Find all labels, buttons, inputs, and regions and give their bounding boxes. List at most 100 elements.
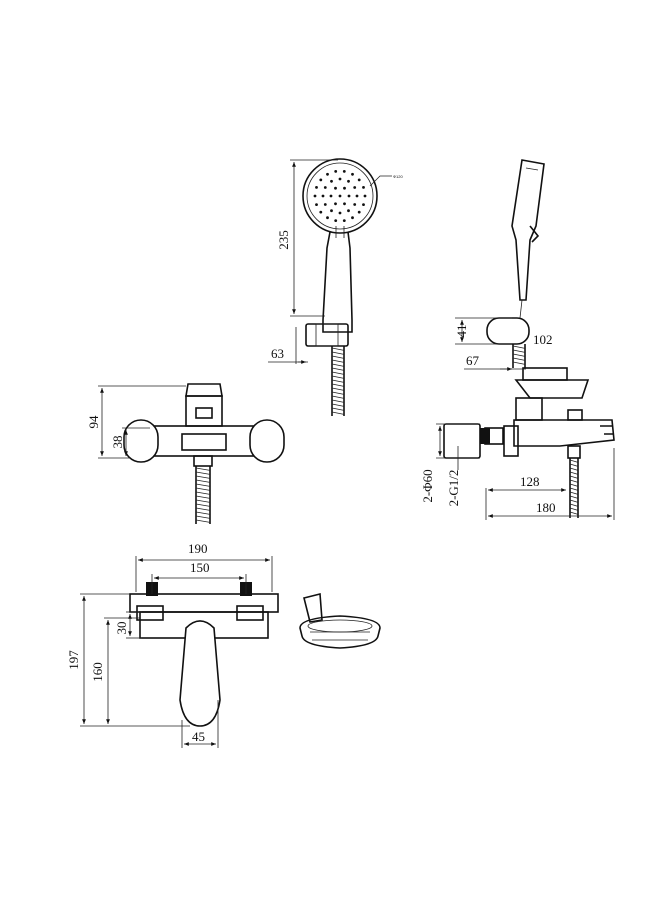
dim-235: 235: [276, 230, 291, 250]
nozzle-dot: [315, 186, 318, 189]
nozzle-dot: [347, 179, 350, 183]
nozzle-dot: [343, 202, 346, 206]
hose-ring: [569, 471, 579, 475]
nozzle-dot: [323, 203, 327, 206]
dim-102: 102: [533, 332, 553, 347]
hose-ring: [569, 487, 579, 491]
hose-ring: [331, 383, 345, 387]
dim-197: 197: [66, 650, 81, 670]
nozzle-dot: [326, 216, 329, 220]
dim-38: 38: [110, 436, 125, 449]
nozzle-dot: [334, 202, 337, 206]
hose-ring: [512, 345, 526, 349]
spray-nozzles: [313, 170, 367, 223]
hose-ring: [195, 491, 211, 495]
hose-ring: [195, 511, 211, 515]
dim-180: 180: [536, 500, 556, 515]
hose-ring: [569, 499, 579, 503]
dim-41: 41: [454, 325, 469, 338]
hose-ring: [331, 363, 345, 367]
hose-ring: [331, 347, 345, 351]
hose-ring: [512, 361, 526, 365]
hose-ring: [569, 495, 579, 499]
hose-ring: [195, 487, 211, 491]
dim-30: 30: [114, 622, 129, 635]
hose-ring: [331, 375, 345, 379]
nozzle-dot: [347, 194, 351, 198]
side-view: 41 67 102 2-Φ60 2-G1/2 128 180: [420, 159, 615, 520]
nozzle-dot: [363, 194, 367, 198]
hose-ring: [195, 479, 211, 483]
nozzle-dot: [353, 186, 357, 189]
dim-escutcheon: 2-Φ60: [420, 469, 435, 502]
hose-ring: [331, 355, 345, 359]
hose-ring: [195, 503, 211, 507]
top-view: 190 150 197 160 30 45: [66, 541, 279, 748]
nozzle-dot: [330, 179, 333, 183]
hose-ring: [331, 359, 345, 363]
nozzle-dot: [357, 210, 361, 214]
hose-ring: [569, 467, 579, 471]
nozzle-dot: [362, 186, 365, 189]
hose-ring: [195, 519, 211, 523]
hose-ring: [512, 353, 526, 357]
nozzle-dot: [334, 219, 338, 223]
hose-ring: [195, 467, 211, 471]
hose-ring: [569, 503, 579, 507]
hose-ring: [195, 507, 211, 511]
nozzle-dot: [321, 194, 325, 198]
hose-ring: [331, 351, 345, 355]
nozzle-dot: [355, 194, 359, 198]
nozzle-dot: [334, 170, 338, 173]
dim-45: 45: [192, 729, 205, 744]
hose-ring: [569, 479, 579, 483]
nozzle-dot: [326, 172, 329, 176]
dim-thread: 2-G1/2: [446, 470, 461, 507]
hose-ring: [331, 371, 345, 375]
front-hose-coil: [195, 467, 211, 523]
hose-ring: [512, 357, 526, 361]
hose-ring: [195, 495, 211, 499]
outlet-pipe-coil: [569, 459, 579, 515]
nozzle-dot: [334, 186, 337, 190]
dim-190: 190: [188, 541, 208, 556]
hose-ring: [331, 367, 345, 371]
nozzle-dot: [329, 194, 333, 198]
hose-ring: [331, 379, 345, 383]
nozzle-dot: [338, 211, 342, 215]
dim-63: 63: [271, 346, 284, 361]
hose-ring: [569, 463, 579, 467]
dim-94: 94: [86, 415, 101, 429]
shower-head-top-view: [299, 592, 381, 649]
hose-ring: [331, 395, 345, 399]
dim-160: 160: [90, 662, 105, 682]
hose-ring: [331, 387, 345, 391]
nozzle-dot: [347, 209, 350, 213]
dim-67: 67: [466, 353, 480, 368]
hose-ring: [569, 459, 579, 463]
hose-ring: [195, 483, 211, 487]
nozzle-dot: [342, 219, 346, 223]
nozzle-dot: [362, 203, 365, 207]
hose-ring: [569, 511, 579, 515]
nozzle-dot: [357, 178, 361, 182]
hose-ring: [195, 515, 211, 519]
hose-ring: [331, 407, 345, 411]
hose-ring: [569, 483, 579, 487]
hose-ring: [569, 491, 579, 495]
nozzle-dot: [353, 203, 357, 206]
nozzle-dot: [351, 216, 354, 220]
dim-150: 150: [190, 560, 210, 575]
nozzle-dot: [313, 194, 317, 198]
hose-ring: [331, 399, 345, 403]
nozzle-dot: [338, 177, 342, 181]
hose-ring: [569, 507, 579, 511]
nozzle-dot: [319, 210, 323, 214]
hose-coil: [331, 347, 345, 415]
hose-ring: [331, 411, 345, 415]
nozzle-dot: [338, 194, 342, 198]
dim-128: 128: [520, 474, 540, 489]
side-hose-coil: [512, 345, 526, 365]
nozzle-dot: [330, 209, 333, 213]
